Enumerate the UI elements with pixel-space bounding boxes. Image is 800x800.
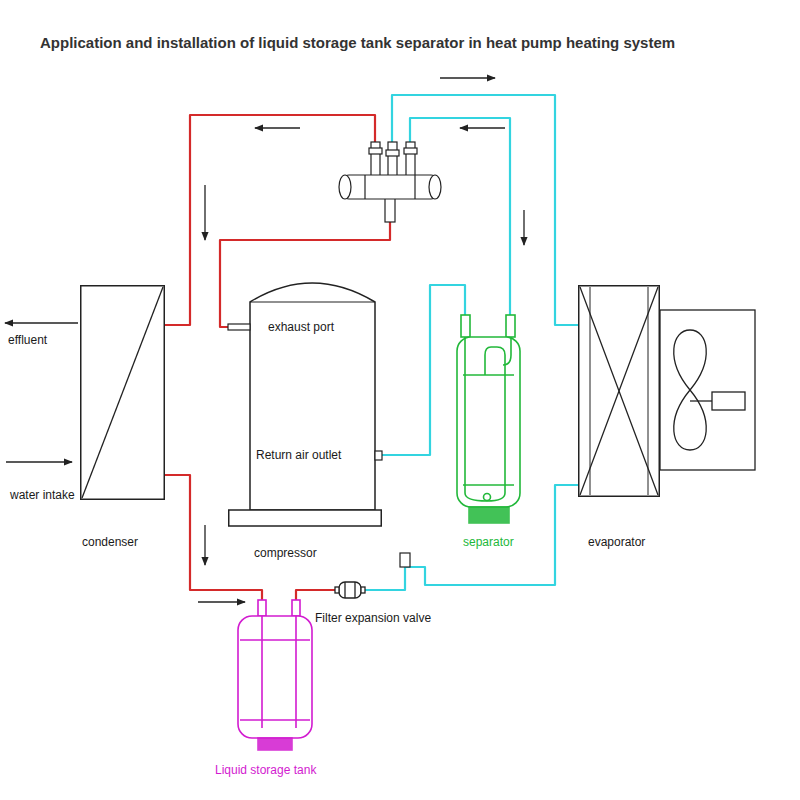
- separator-tank: separator: [455, 315, 522, 527]
- part-label: compressor: [254, 546, 317, 560]
- part-label: separator: [463, 535, 514, 549]
- flow-label: water intake: [10, 488, 75, 502]
- part-label: condenser: [82, 535, 138, 549]
- flow-label: effluent: [8, 333, 47, 347]
- condenser-box: condenser: [80, 285, 165, 500]
- compressor-body-outline: [228, 270, 382, 527]
- liquid-tank: Liquid storage tank: [232, 600, 318, 752]
- expansion-valve: [400, 553, 410, 567]
- separator-tank-outline: [455, 315, 522, 527]
- condenser-box-outline: [80, 285, 165, 500]
- diagram-title: Application and installation of liquid s…: [40, 34, 675, 51]
- four-way-valve: [339, 142, 441, 222]
- liquid-tank-outline: [232, 600, 318, 752]
- part-label: Liquid storage tank: [215, 763, 316, 777]
- fan-unit: [660, 310, 755, 470]
- part-label: Filter expansion valve: [315, 611, 431, 625]
- flow-arrows: [5, 78, 524, 602]
- filter-drier-outline: [335, 581, 365, 599]
- evaporator-box-outline: [578, 285, 660, 497]
- refrigerant-pipe: [392, 95, 578, 325]
- part-label: evaporator: [588, 535, 645, 549]
- refrigerant-pipe: [165, 475, 262, 600]
- compressor-body: exhaust portReturn air outletcompressor: [228, 270, 382, 527]
- part-label: Return air outlet: [256, 448, 341, 462]
- part-label: exhaust port: [268, 320, 334, 334]
- filter-drier: Filter expansion valve: [335, 581, 365, 599]
- refrigerant-pipe: [296, 590, 335, 600]
- evaporator-box: evaporator: [578, 285, 660, 497]
- refrigerant-pipe: [382, 285, 465, 455]
